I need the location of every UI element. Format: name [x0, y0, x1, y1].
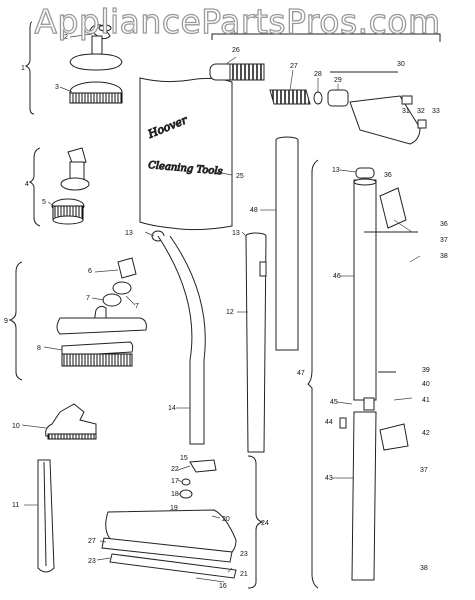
- callout-9: 9: [4, 318, 8, 325]
- callout-33: 33: [432, 108, 440, 115]
- callout-14: 14: [168, 405, 176, 412]
- callout-40: 40: [422, 381, 430, 388]
- callout-10: 10: [12, 423, 20, 430]
- callout-15: 15: [180, 455, 188, 462]
- callout-5: 5: [42, 199, 46, 206]
- callout-20: 20: [222, 516, 230, 523]
- hose-assembly: [209, 33, 441, 145]
- callout-27a: 27: [290, 63, 298, 70]
- callout-47: 47: [297, 370, 305, 377]
- callout-13a: 13: [125, 230, 133, 237]
- callout-19: 19: [170, 505, 178, 512]
- leader-lines: [21, 33, 421, 583]
- callout-7b: 7: [135, 303, 139, 310]
- callout-18: 18: [171, 491, 179, 498]
- floor-brush-assembly: [8, 257, 147, 381]
- callout-38b: 38: [420, 565, 428, 572]
- callout-24: 24: [261, 520, 269, 527]
- callout-6: 6: [88, 268, 92, 275]
- callout-23a: 23: [240, 551, 248, 558]
- callout-13b: 13: [232, 230, 240, 237]
- callout-21: 21: [240, 571, 248, 578]
- callout-12: 12: [226, 309, 234, 316]
- callout-11: 11: [12, 502, 19, 509]
- callout-7: 7: [86, 295, 90, 302]
- callout-42: 42: [422, 430, 430, 437]
- callout-26: 26: [232, 47, 240, 54]
- callout-2: 2: [64, 34, 68, 41]
- main-wand-assembly: [307, 159, 418, 589]
- callout-23b: 23: [88, 558, 96, 565]
- callout-30: 30: [397, 61, 405, 68]
- callout-45: 45: [330, 399, 338, 406]
- crevice-tool: [37, 459, 55, 573]
- callout-8: 8: [37, 345, 41, 352]
- callout-43: 43: [325, 475, 333, 482]
- curved-wand-14: [151, 230, 206, 445]
- callout-numbers: 1 2 3 4 5 6 7 7 8 9 10 11 12 13 13 13 14…: [4, 34, 448, 590]
- callout-22: 22: [171, 466, 179, 473]
- callout-37b: 37: [420, 467, 428, 474]
- callout-37a: 37: [440, 237, 448, 244]
- callout-41: 41: [422, 397, 430, 404]
- wand-12: [245, 232, 267, 453]
- callout-16: 16: [219, 583, 227, 590]
- callout-32: 32: [417, 108, 425, 115]
- callout-36a: 36: [384, 172, 392, 179]
- callout-44: 44: [325, 419, 333, 426]
- callout-38a: 38: [440, 253, 448, 260]
- callout-3: 3: [55, 84, 59, 91]
- callout-48: 48: [250, 207, 258, 214]
- callout-29: 29: [334, 77, 342, 84]
- callout-4: 4: [25, 181, 29, 188]
- callout-17: 17: [171, 478, 179, 485]
- floor-nozzle-assembly: [101, 455, 264, 589]
- callout-27b: 27: [88, 538, 96, 545]
- tool-bag: Hoover Cleaning Tools: [139, 77, 233, 231]
- callout-39: 39: [422, 367, 430, 374]
- callout-36b: 36: [440, 221, 448, 228]
- upholstery-tool: [45, 403, 97, 437]
- callout-13c: 13: [332, 167, 340, 174]
- callout-25: 25: [236, 173, 244, 180]
- callout-31: 31: [402, 108, 410, 115]
- callout-28: 28: [314, 71, 322, 78]
- callout-46: 46: [333, 273, 341, 280]
- wand-48: [275, 136, 299, 351]
- round-brush-assembly: [28, 147, 90, 227]
- callout-1: 1: [21, 65, 25, 72]
- dusting-brush-assembly: [24, 21, 123, 115]
